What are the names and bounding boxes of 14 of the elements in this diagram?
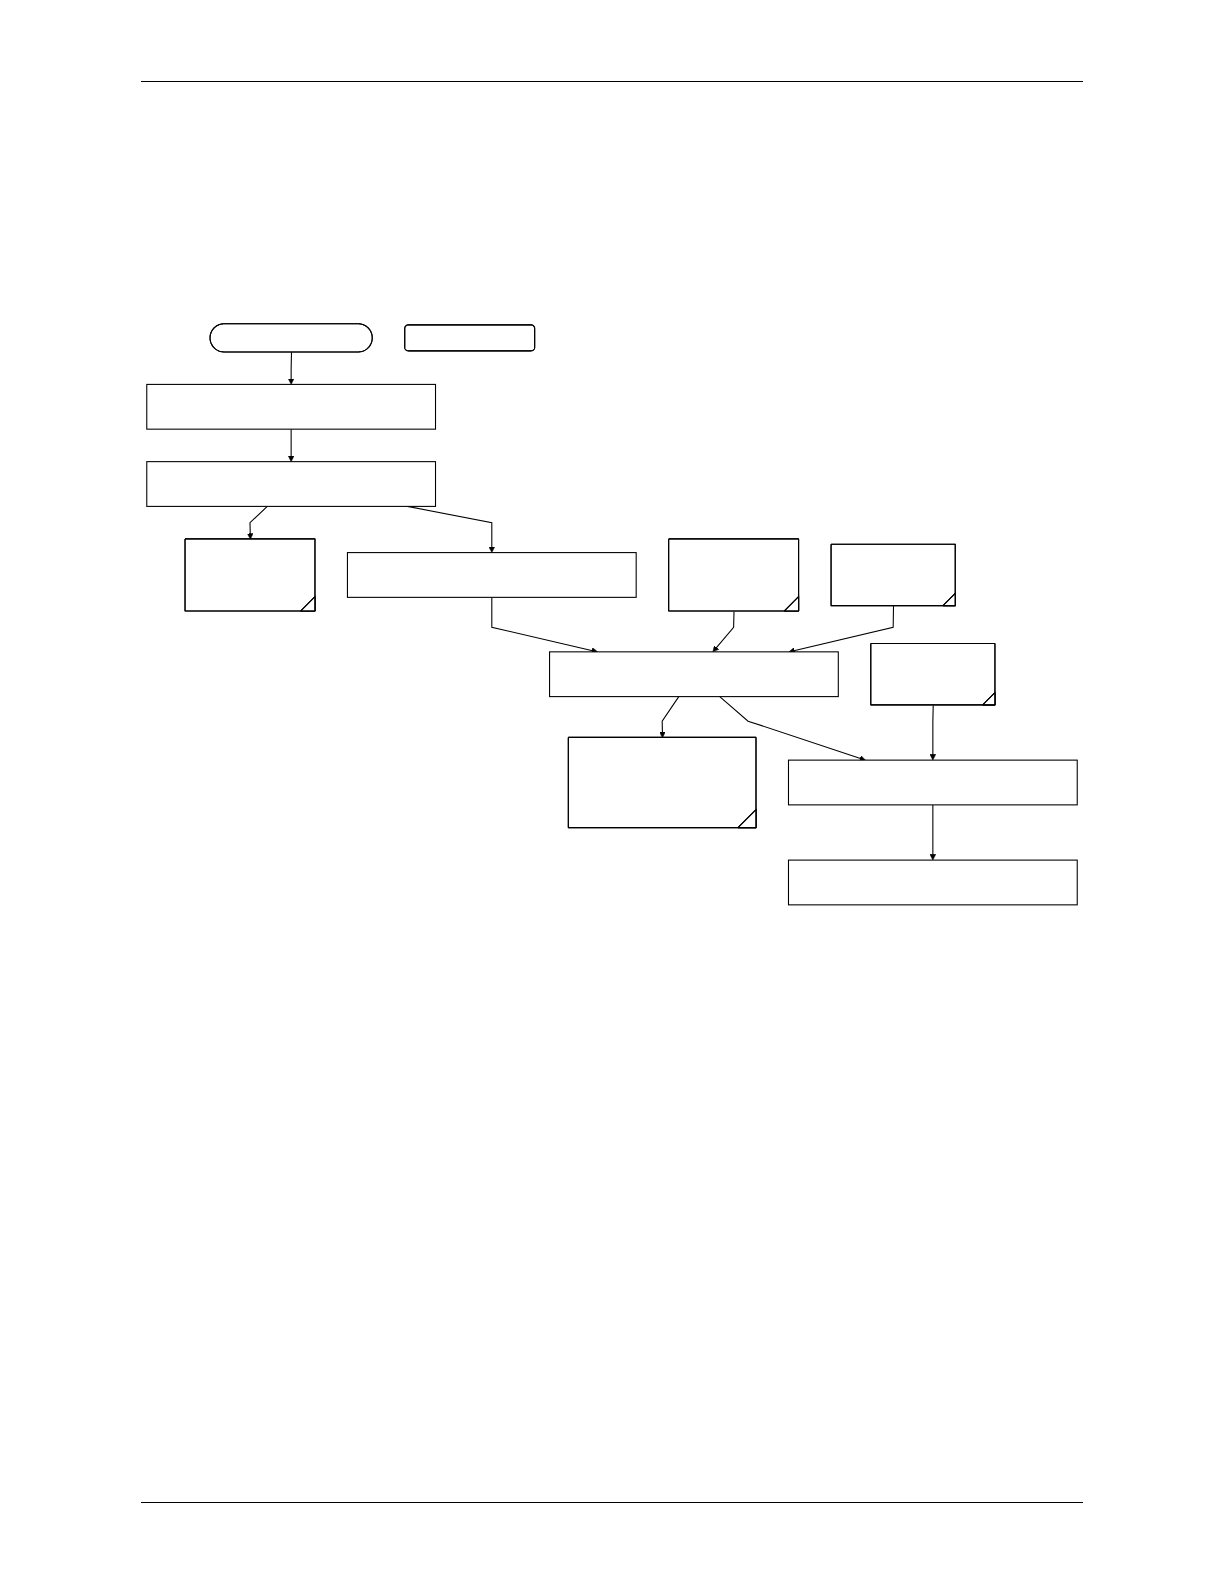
arrow	[929, 804, 937, 861]
node-box	[146, 461, 437, 507]
node-box	[146, 383, 437, 430]
arrow	[929, 704, 937, 761]
arrow	[287, 351, 295, 385]
arrow	[287, 428, 295, 462]
node-box	[787, 759, 1078, 806]
arrow	[719, 696, 866, 762]
node-box	[787, 859, 1078, 906]
arrow	[247, 505, 268, 540]
node-box	[549, 651, 839, 698]
arrow	[659, 696, 680, 739]
arrow	[712, 610, 735, 653]
node-box	[346, 552, 637, 598]
